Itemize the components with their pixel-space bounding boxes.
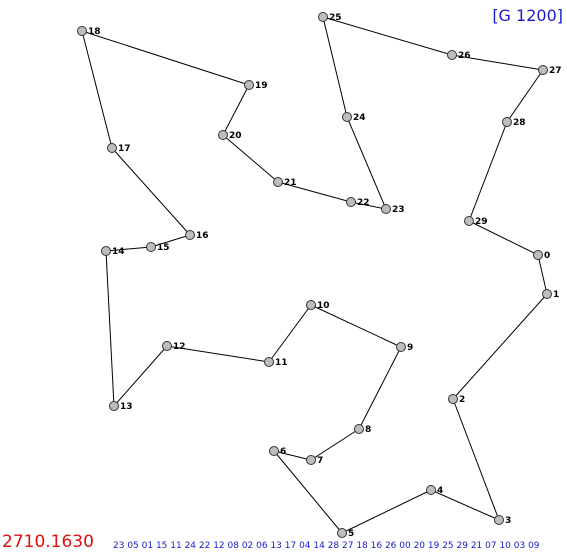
city-label-12: 12 [173, 342, 186, 352]
city-node-24 [342, 112, 352, 122]
city-node-5 [337, 528, 347, 538]
tour-edge-12-13 [113, 345, 168, 407]
tour-edge-4-5 [341, 489, 432, 534]
city-label-13: 13 [120, 402, 133, 412]
city-node-11 [264, 357, 274, 367]
tour-edge-6-7 [273, 450, 312, 461]
city-node-18 [77, 26, 87, 36]
city-label-28: 28 [513, 118, 526, 128]
city-node-20 [218, 130, 228, 140]
city-node-23 [381, 204, 391, 214]
tour-edge-24-25 [322, 16, 348, 118]
tour-edge-21-22 [277, 181, 352, 203]
tour-edge-18-19 [81, 30, 250, 86]
tour-edge-17-18 [81, 30, 113, 149]
distance-label: 2710.1630 [2, 532, 94, 552]
city-node-9 [396, 342, 406, 352]
city-node-1 [542, 289, 552, 299]
city-node-22 [346, 197, 356, 207]
city-label-9: 9 [407, 343, 413, 353]
city-label-10: 10 [317, 301, 330, 311]
tour-edge-8-9 [358, 346, 402, 430]
tour-sequence-label: 23 05 01 15 11 24 22 12 08 02 06 13 17 0… [113, 541, 540, 551]
tour-edge-7-8 [310, 428, 360, 461]
tour-edge-19-20 [222, 84, 250, 136]
tour-edge-0-1 [537, 254, 548, 295]
city-node-27 [538, 65, 548, 75]
tour-edge-29-0 [468, 220, 539, 256]
city-label-14: 14 [112, 247, 125, 257]
city-node-12 [162, 341, 172, 351]
city-label-21: 21 [284, 178, 297, 188]
city-node-14 [101, 246, 111, 256]
tour-edge-5-6 [273, 450, 343, 534]
city-node-17 [107, 143, 117, 153]
city-label-18: 18 [88, 27, 101, 37]
tour-edge-1-2 [452, 293, 548, 400]
tour-edge-26-27 [451, 54, 544, 71]
city-label-26: 26 [458, 51, 471, 61]
city-label-19: 19 [255, 81, 268, 91]
generation-label: [G 1200] [492, 6, 563, 25]
city-label-29: 29 [475, 217, 488, 227]
tour-edge-10-11 [268, 304, 312, 363]
city-node-0 [533, 250, 543, 260]
tour-edge-23-24 [346, 116, 387, 210]
city-node-10 [306, 300, 316, 310]
tour-edge-9-10 [310, 304, 402, 348]
city-label-2: 2 [459, 395, 465, 405]
tour-edges [81, 16, 548, 534]
tour-edge-28-29 [468, 121, 508, 222]
tour-edge-20-21 [222, 134, 279, 183]
city-node-16 [185, 230, 195, 240]
city-node-7 [306, 455, 316, 465]
city-label-27: 27 [549, 66, 562, 76]
city-node-28 [502, 117, 512, 127]
city-label-25: 25 [329, 13, 342, 23]
city-label-22: 22 [357, 198, 370, 208]
city-node-3 [494, 515, 504, 525]
city-node-25 [318, 12, 328, 22]
tour-edge-27-28 [506, 69, 544, 123]
city-node-26 [447, 50, 457, 60]
city-label-1: 1 [553, 290, 559, 300]
city-node-4 [426, 485, 436, 495]
tour-edge-25-26 [322, 16, 453, 56]
city-node-2 [448, 394, 458, 404]
tour-edge-14-15 [105, 246, 152, 252]
city-node-29 [464, 216, 474, 226]
tour-edge-15-16 [150, 234, 191, 248]
city-node-13 [109, 401, 119, 411]
city-label-20: 20 [229, 131, 242, 141]
city-label-7: 7 [317, 456, 323, 466]
city-label-17: 17 [118, 144, 131, 154]
city-label-24: 24 [353, 113, 366, 123]
city-label-6: 6 [280, 447, 286, 457]
city-label-23: 23 [392, 205, 405, 215]
city-node-6 [269, 446, 279, 456]
city-label-8: 8 [365, 425, 371, 435]
tour-edge-22-23 [350, 201, 387, 210]
city-node-8 [354, 424, 364, 434]
tour-edge-11-12 [166, 345, 270, 363]
city-label-3: 3 [505, 516, 511, 526]
city-label-0: 0 [544, 251, 550, 261]
city-node-21 [273, 177, 283, 187]
city-node-19 [244, 80, 254, 90]
tour-edge-16-17 [111, 147, 191, 236]
city-label-16: 16 [196, 231, 209, 241]
city-label-5: 5 [348, 529, 354, 539]
city-label-15: 15 [157, 243, 170, 253]
city-node-15 [146, 242, 156, 252]
tour-edge-3-4 [430, 489, 500, 521]
tour-edge-2-3 [452, 398, 500, 521]
city-label-11: 11 [275, 358, 288, 368]
city-label-4: 4 [437, 486, 443, 496]
tour-edge-13-14 [105, 250, 115, 407]
